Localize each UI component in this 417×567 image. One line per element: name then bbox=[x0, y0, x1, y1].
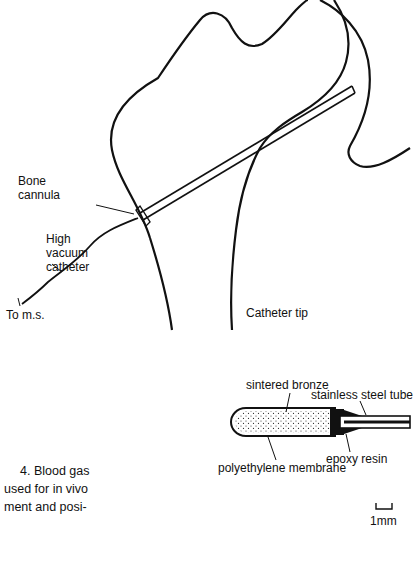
leader-line bbox=[18, 298, 20, 306]
shaft-edge bbox=[150, 238, 172, 330]
scale-label: 1mm bbox=[370, 514, 397, 528]
part-label: To m.s. bbox=[6, 308, 45, 322]
cannula-wall bbox=[140, 86, 352, 213]
part-label: High vacuum catheter bbox=[46, 232, 108, 274]
caption-line: used for in vivo bbox=[4, 480, 88, 498]
scale-bar bbox=[376, 503, 392, 509]
femur-outline bbox=[111, 0, 348, 330]
leader-line bbox=[360, 401, 366, 415]
inset-title: Catheter tip bbox=[246, 306, 308, 320]
caption-line: ment and posi- bbox=[4, 498, 87, 516]
stainless-steel-tube bbox=[340, 416, 410, 428]
tube-bore bbox=[344, 421, 410, 424]
polyethylene-membrane bbox=[231, 408, 335, 436]
vacuum-catheter bbox=[22, 218, 138, 304]
cannula-end bbox=[352, 86, 355, 93]
part-label: stainless steel tube bbox=[311, 388, 413, 402]
acetabulum bbox=[320, 0, 410, 167]
leader-line bbox=[346, 434, 350, 452]
caption-line: 4. Blood gas bbox=[20, 462, 90, 480]
sintered-bronze bbox=[235, 411, 333, 433]
cannula-wall bbox=[143, 93, 355, 220]
part-label: Bone cannula bbox=[18, 174, 80, 202]
part-label: polyethylene membrane bbox=[218, 461, 346, 475]
leader-line bbox=[96, 205, 134, 214]
leader-line bbox=[286, 393, 290, 412]
cannula-hub bbox=[136, 206, 150, 226]
leader-line bbox=[268, 437, 276, 460]
